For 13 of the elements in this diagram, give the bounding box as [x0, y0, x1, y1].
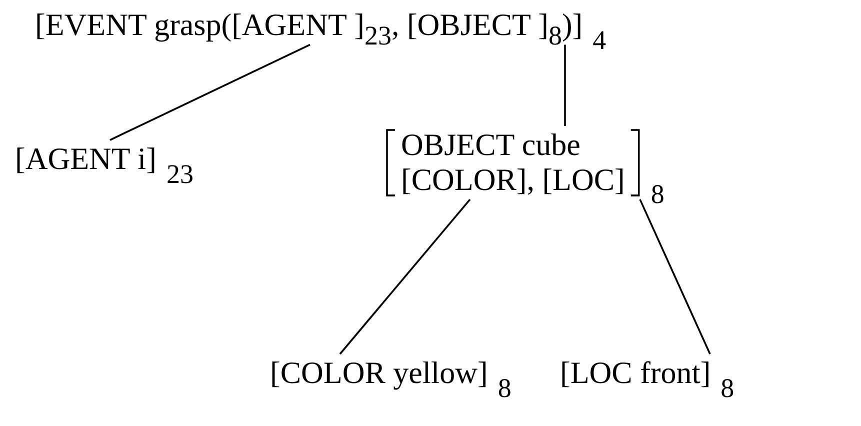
tree-line	[639, 199, 711, 354]
feature-structure: [EVENT grasp([AGENT ]$_{23}$, [OBJECT ]$_{8}$)]	[35, 8, 583, 43]
index-subscript: 8	[720, 374, 734, 402]
tree-line	[110, 44, 310, 141]
index-subscript: 23	[166, 160, 194, 188]
index-subscript: 4	[592, 26, 606, 54]
index-subscript: 8	[650, 181, 664, 208]
feature-structure: [AGENT i]	[15, 142, 156, 177]
tree-line	[339, 198, 471, 355]
index-subscript: 8	[498, 374, 512, 402]
feature-structure: [LOC front]	[560, 356, 711, 391]
feature-structure: [COLOR yellow]	[270, 356, 488, 391]
tree-line	[564, 44, 566, 126]
